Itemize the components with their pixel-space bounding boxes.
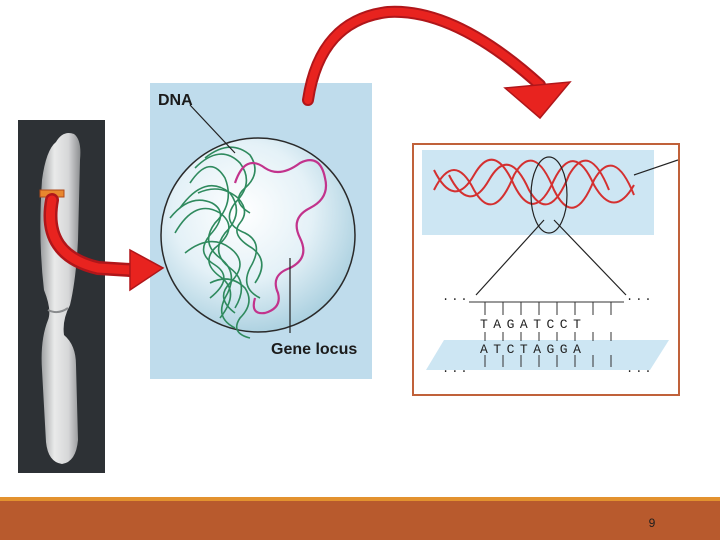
zoom-line-left — [475, 219, 545, 296]
ellipsis-bottom-right: ... — [626, 362, 654, 376]
sequence-graphic — [422, 150, 678, 370]
helix-strands — [433, 158, 635, 209]
chromosome-image — [18, 120, 105, 473]
gene-strand — [233, 159, 328, 315]
nucleus-graphic — [160, 104, 356, 339]
top-highlight-band — [422, 150, 654, 235]
sequence-figure: ... ... TAGATCCT ATCTAGGA ... ... — [412, 143, 680, 396]
footer-bar — [0, 501, 720, 540]
callout-line — [633, 159, 678, 176]
base-ticks — [484, 302, 612, 367]
nucleus-sphere — [160, 137, 356, 333]
ellipsis-top-right: ... — [626, 290, 654, 304]
zoom-ellipse — [530, 156, 568, 234]
ellipsis-top-left: ... — [442, 290, 470, 304]
bottom-strand-sequence: ATCTAGGA — [480, 342, 587, 357]
nucleus-figure: DNA Gene locus — [150, 83, 372, 379]
footer-accent-line — [0, 497, 720, 501]
dna-strands — [169, 146, 263, 339]
ellipsis-bottom-left: ... — [442, 362, 470, 376]
top-strand-sequence: TAGATCCT — [480, 317, 587, 332]
arrow-head-2 — [503, 81, 572, 120]
chromosome-graphic — [40, 133, 81, 464]
bottom-highlight-band — [426, 340, 669, 370]
page-number: 9 — [648, 516, 656, 530]
zoom-line-right — [553, 219, 627, 296]
gene-locus-label: Gene locus — [271, 341, 358, 358]
dna-label: DNA — [158, 92, 193, 109]
dna-leader-line — [189, 104, 236, 154]
